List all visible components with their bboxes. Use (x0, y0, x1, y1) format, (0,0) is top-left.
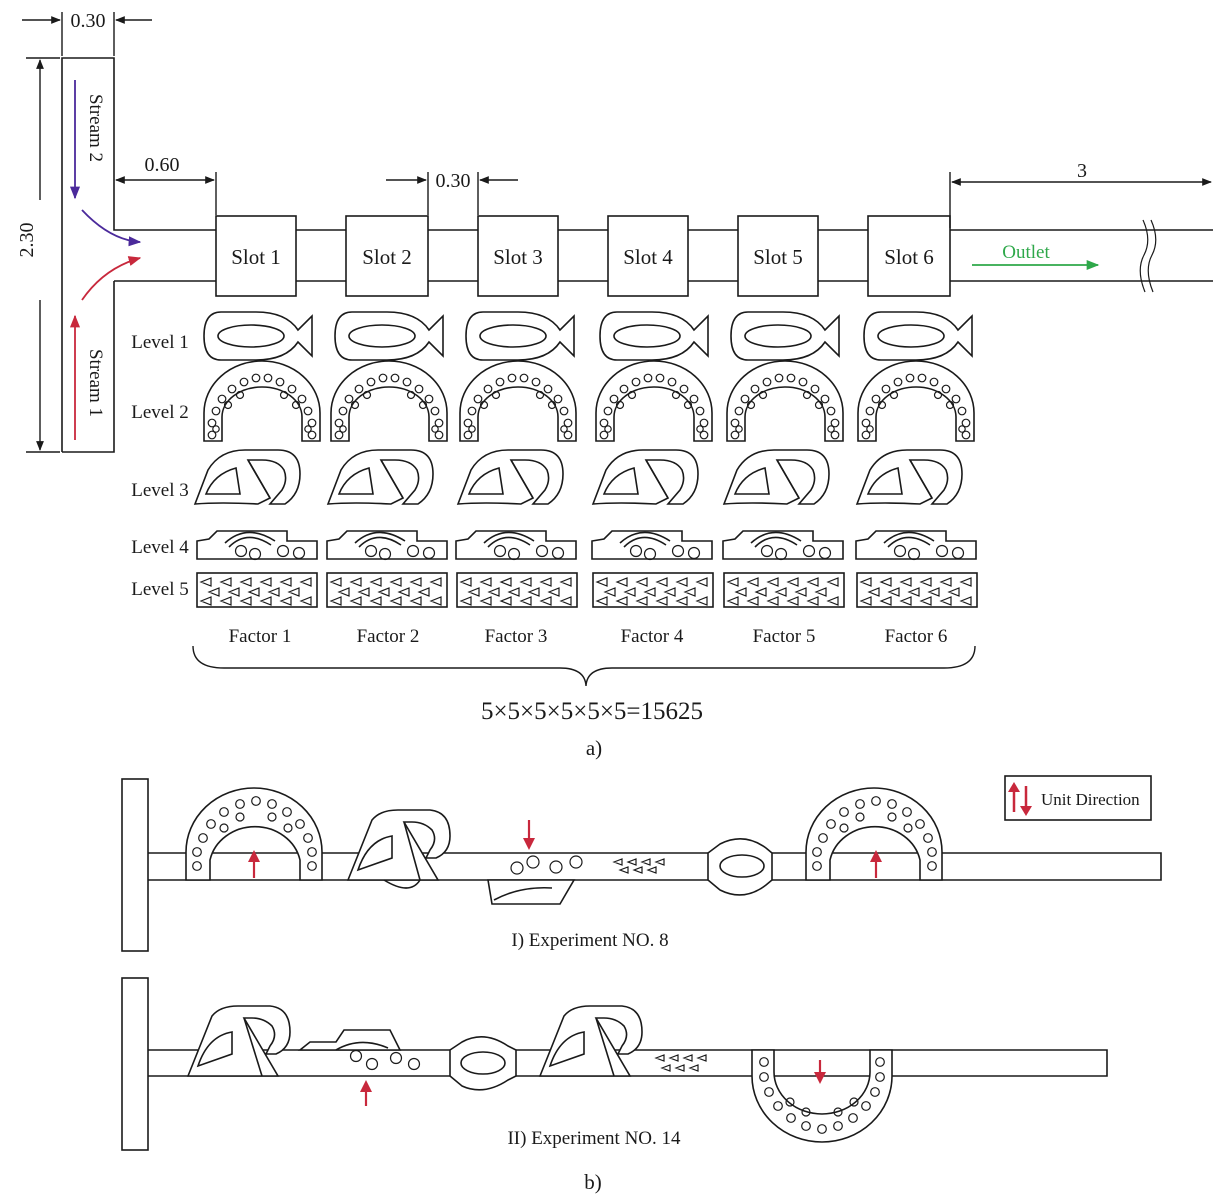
unit-l3-f3 (457, 449, 564, 505)
slot-label-5: Slot 5 (753, 245, 803, 269)
unit-l2-f1 (203, 360, 321, 442)
unit-l4-f1 (196, 530, 318, 561)
stream-1: Stream 1 (69, 256, 142, 440)
dim-entry-length: 0.60 (115, 154, 217, 215)
dim-slot-gap: 0.30 (386, 170, 518, 215)
unit-l2-f4 (595, 360, 713, 442)
legend-label: Unit Direction (1041, 790, 1140, 809)
factor-label-6: Factor 6 (885, 626, 948, 647)
unit-l3-f4 (592, 449, 699, 505)
factor-brace (192, 645, 976, 687)
factor-label-3: Factor 3 (485, 626, 548, 647)
unit-l2-f6 (857, 360, 975, 442)
unit-l3-f6 (856, 449, 963, 505)
dim-outlet-length-label: 3 (1077, 160, 1087, 182)
main-channel (114, 229, 1213, 282)
unit-l3-f5 (723, 449, 830, 505)
experiment-14-layout (121, 977, 1108, 1151)
inlet-channel (61, 57, 216, 453)
experiment-8-layout (121, 778, 1162, 952)
slot-box-3 (477, 215, 559, 297)
unit-l5-f2 (326, 572, 448, 608)
stream-2: Stream 2 (69, 80, 142, 247)
outlet-label: Outlet (1002, 242, 1050, 263)
unit-l1-f4 (599, 311, 709, 361)
experiment-8-label: I) Experiment NO. 8 (511, 930, 668, 951)
unit-l2-f2 (330, 360, 448, 442)
unit-l1-f3 (465, 311, 575, 361)
slot-box-5 (737, 215, 819, 297)
level-unit-grid (194, 311, 978, 608)
up-down-arrow-icon (1008, 782, 1032, 816)
unit-l4-f3 (455, 530, 577, 561)
slot-label-2: Slot 2 (362, 245, 412, 269)
unit-l4-f6 (855, 530, 977, 561)
unit-l1-f5 (730, 311, 840, 361)
unit-l5-f6 (856, 572, 978, 608)
dim-inlet-width-label: 0.30 (71, 10, 106, 32)
unit-l2-f3 (459, 360, 577, 442)
unit-l4-f2 (326, 530, 448, 561)
slot-box-6 (867, 215, 951, 297)
slot-label-3: Slot 3 (493, 245, 543, 269)
level-label-1: Level 1 (131, 332, 189, 353)
slot-box-4 (607, 215, 689, 297)
unit-l4-f5 (722, 530, 844, 561)
unit-direction-legend: Unit Direction (1004, 775, 1152, 821)
panel-a-label: a) (586, 736, 602, 760)
level-label-4: Level 4 (131, 537, 189, 558)
unit-l1-f1 (203, 311, 313, 361)
dim-entry-length-label: 0.60 (145, 154, 180, 176)
level-label-5: Level 5 (131, 579, 189, 600)
factor-label-4: Factor 4 (621, 626, 684, 647)
dim-slot-gap-label: 0.30 (436, 170, 471, 192)
outlet: Outlet (972, 242, 1100, 271)
dim-outlet-length: 3 (949, 160, 1212, 228)
combinations-formula: 5×5×5×5×5×5=15625 (481, 698, 703, 725)
unit-l3-f1 (194, 449, 301, 505)
level-label-2: Level 2 (131, 402, 189, 423)
slot-label-4: Slot 4 (623, 245, 673, 269)
factor-label-2: Factor 2 (357, 626, 420, 647)
unit-l5-f1 (196, 572, 318, 608)
panel-b: Unit Direction (121, 775, 1162, 1194)
dim-inlet-height: 2.30 (16, 57, 60, 453)
stream-1-label: Stream 1 (85, 349, 106, 417)
factor-label-1: Factor 1 (229, 626, 292, 647)
dim-inlet-width: 0.30 (22, 10, 152, 56)
unit-l5-f4 (592, 572, 714, 608)
stream-2-label: Stream 2 (85, 94, 106, 162)
unit-l5-f5 (723, 572, 845, 608)
factor-label-5: Factor 5 (753, 626, 816, 647)
slot-label-6: Slot 6 (884, 245, 934, 269)
unit-l2-f5 (726, 360, 844, 442)
panel-b-label: b) (584, 1170, 602, 1194)
factor-labels: Factor 1 Factor 2 Factor 3 Factor 4 Fact… (229, 626, 948, 647)
level-labels: Level 1 Level 2 Level 3 Level 4 Level 5 (131, 332, 189, 600)
slot-label-1: Slot 1 (231, 245, 281, 269)
slots: Slot 1 Slot 2 Slot 3 Slot 4 Slot 5 Slot … (215, 215, 951, 297)
level-label-3: Level 3 (131, 480, 189, 501)
unit-l3-f2 (327, 449, 434, 505)
break-mark (1139, 219, 1157, 293)
slot-box-1 (215, 215, 297, 297)
unit-l4-f4 (591, 530, 713, 561)
experiment-14-label: II) Experiment NO. 14 (507, 1128, 681, 1149)
unit-l1-f2 (334, 311, 444, 361)
slot-box-2 (345, 215, 429, 297)
unit-l1-f6 (863, 311, 973, 361)
unit-l5-f3 (456, 572, 578, 608)
dim-inlet-height-label: 2.30 (16, 223, 38, 258)
panel-a: Slot 1 Slot 2 Slot 3 Slot 4 Slot 5 Slot … (16, 10, 1213, 760)
